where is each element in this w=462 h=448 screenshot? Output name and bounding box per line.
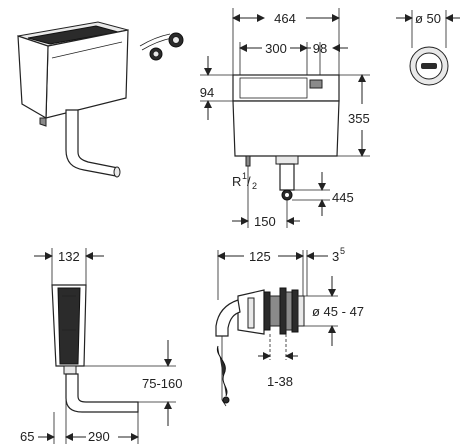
dim-pipe-length: 290: [88, 429, 110, 444]
dim-valve-length: 125: [249, 249, 271, 264]
dim-button-diameter: ø 50: [415, 11, 441, 26]
flush-button-front: ø 50: [396, 10, 460, 86]
dim-outlet-offset: 150: [254, 214, 276, 229]
front-elevation: 464 300 98 94 355 R 1: [200, 8, 370, 229]
dim-thread-sub: 2: [252, 181, 257, 191]
cistern-3d-illustration: [17, 21, 129, 178]
dim-offset-right: 98: [313, 41, 327, 56]
dim-valve-flange: 3: [332, 249, 339, 264]
dim-tank-height: 355: [348, 111, 370, 126]
dim-thread-slash: /: [247, 174, 251, 189]
dim-side-width: 132: [58, 249, 80, 264]
dim-pipe-wall: 65: [20, 429, 34, 444]
dim-valve-flange-sup: 5: [340, 246, 345, 256]
dim-top-offset: 94: [200, 85, 214, 100]
dim-pipe-height: 75-160: [142, 376, 182, 391]
dim-inner-width: 300: [265, 41, 287, 56]
dim-tank-width: 464: [274, 11, 296, 26]
dim-valve-diameter: ø 45 - 47: [312, 304, 364, 319]
valve-detail: 125 3 5 ø 45 - 47 1-38: [215, 246, 364, 407]
flush-button-3d: [139, 32, 184, 61]
dim-thread-sup: 1: [242, 171, 247, 181]
dim-outlet-drop: 445: [332, 190, 354, 205]
side-elevation: 132 75-160 65 290: [20, 248, 182, 444]
dim-thread-prefix: R: [232, 174, 241, 189]
dim-valve-range: 1-38: [267, 374, 293, 389]
